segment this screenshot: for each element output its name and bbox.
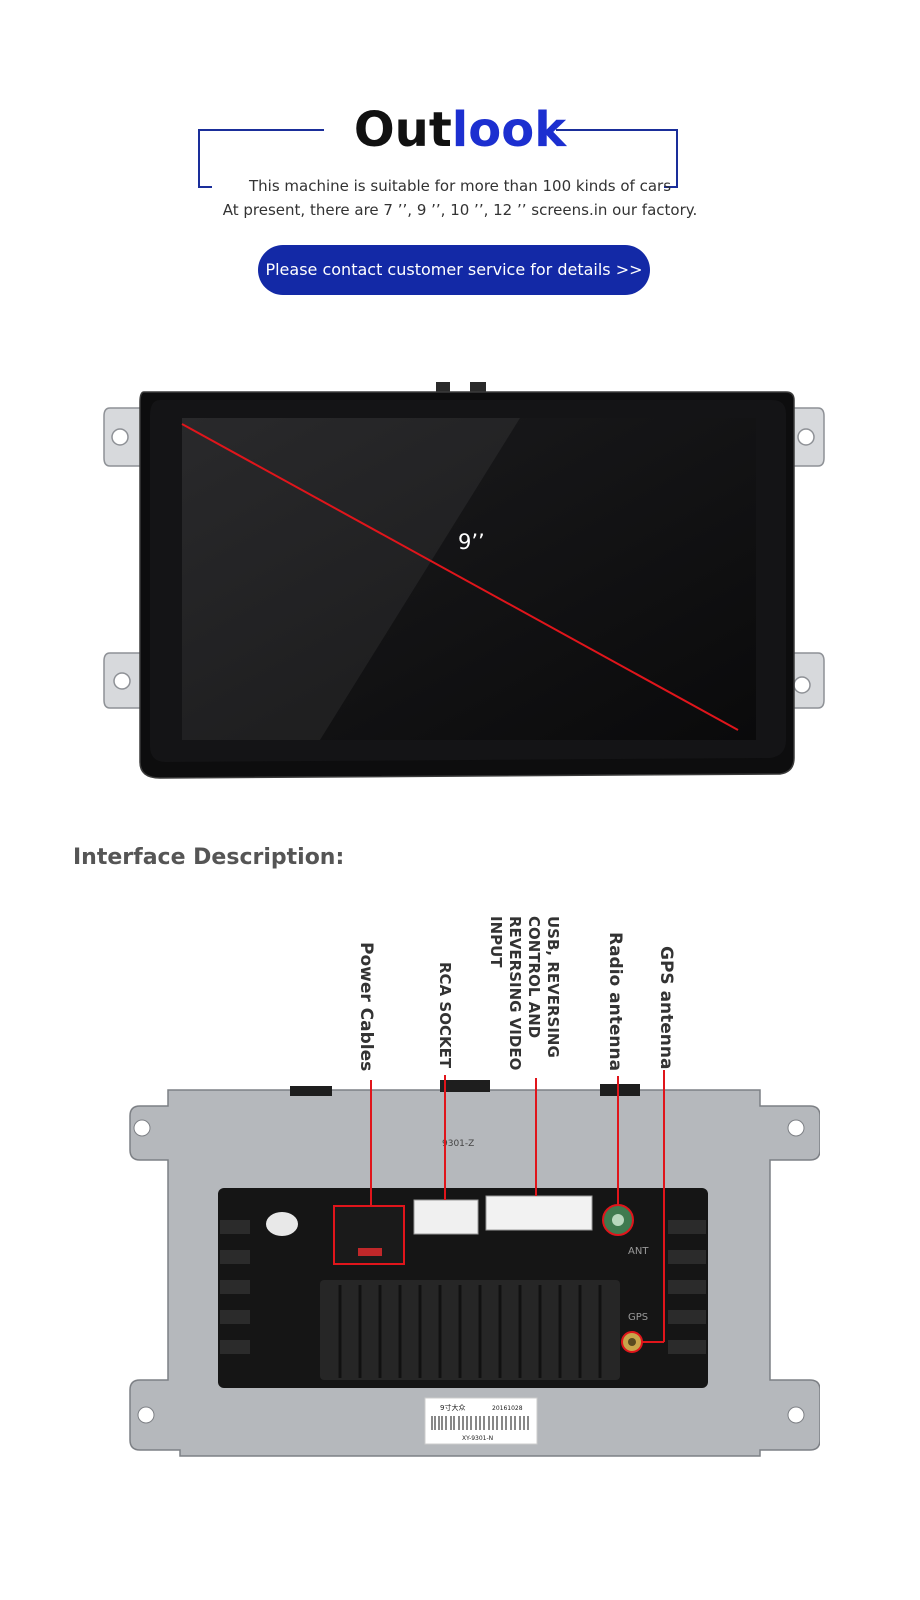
page-title: Outlook xyxy=(0,100,920,160)
frame-top-left xyxy=(198,129,324,131)
frame-right xyxy=(676,129,678,188)
label-gps-antenna: GPS antenna xyxy=(656,946,676,1070)
screen-size-label: 9’’ xyxy=(458,530,485,554)
power-connector-highlight xyxy=(333,1205,405,1265)
title-part-look: look xyxy=(451,102,567,158)
label-radio-antenna: Radio antenna xyxy=(605,932,625,1072)
frame-bottom-left xyxy=(198,186,212,188)
label-rca-socket: RCA SOCKET xyxy=(436,962,454,1069)
frame-bottom-right xyxy=(664,186,678,188)
gps-mark: GPS xyxy=(628,1312,648,1323)
contact-customer-service-button[interactable]: Please contact customer service for deta… xyxy=(258,245,650,295)
unit-rear-image: 9301-Z ANT GPS 9寸大众 20161028 xyxy=(129,1080,820,1457)
frame-left xyxy=(198,129,200,188)
product-screen-image xyxy=(103,382,825,779)
screen-diagonal-line xyxy=(181,423,739,731)
title-part-out: Out xyxy=(353,102,452,158)
frame-top-right xyxy=(556,129,678,131)
model-mark: 9301-Z xyxy=(442,1139,474,1149)
ant-mark: ANT xyxy=(628,1246,649,1257)
sticker-line-1: 9寸大众 xyxy=(440,1403,465,1412)
description-line-1: This machine is suitable for more than 1… xyxy=(248,177,672,195)
sticker-line-2: 20161028 xyxy=(492,1405,523,1412)
label-power-cables: Power Cables xyxy=(356,942,376,1072)
interface-section-title: Interface Description: xyxy=(73,845,345,870)
description-line-2: At present, there are 7 ’’, 9 ’’, 10 ’’,… xyxy=(222,201,698,219)
sticker-line-3: XY-9301-N xyxy=(462,1435,493,1442)
label-usb-reversing: USB, REVERSING CONTROL AND REVERSING VID… xyxy=(487,916,562,1071)
